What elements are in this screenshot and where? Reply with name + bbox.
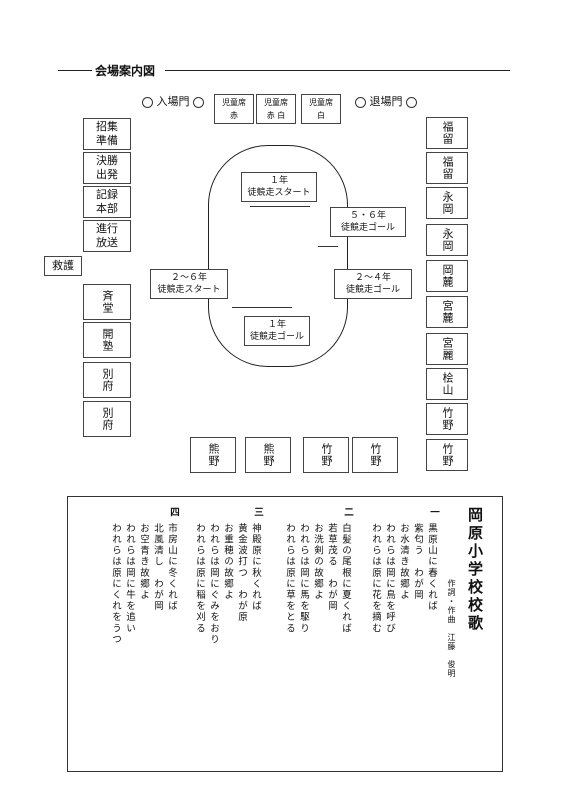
child-seat-red-white: 児童席赤 白 xyxy=(256,94,296,124)
label-start-grade26: ２〜６年徒競走スタート xyxy=(150,269,228,299)
verse-line: われらは原に花を摘む xyxy=(370,523,381,634)
verse-line: われらは原に草をとる xyxy=(284,523,295,634)
first-aid-tent: 救護 xyxy=(44,256,82,276)
verse-line: お洗剣の故郷よ xyxy=(312,523,323,601)
anthem-credit: 作詞・作曲 江藤 俊明 xyxy=(447,579,456,678)
right-seat: 永岡 xyxy=(426,224,468,256)
label-start-grade1: １年徒競走スタート xyxy=(241,172,317,202)
verse-line: 北風清し わが岡 xyxy=(152,523,163,612)
bottom-seat: 熊野 xyxy=(190,437,236,473)
entry-gate-label: 入場門 xyxy=(156,95,190,108)
bottom-seat: 竹野 xyxy=(303,437,349,473)
verse-line: 市房山に冬くれば xyxy=(166,523,177,612)
heading-line-left xyxy=(58,70,92,71)
entry-gate: 入場門 xyxy=(142,93,204,109)
bottom-seat: 熊野 xyxy=(245,437,291,473)
right-seat: 竹野 xyxy=(426,439,468,471)
tent-broadcast: 進行放送 xyxy=(83,220,131,252)
right-seat: 永岡 xyxy=(426,187,468,219)
tent-records: 記録本部 xyxy=(83,186,131,218)
verse-line: われらは岡に馬を駆り xyxy=(298,523,309,634)
gate-post-icon xyxy=(193,96,204,108)
right-seat: 宮麗 xyxy=(426,333,468,365)
right-seat: 竹野 xyxy=(426,403,468,435)
start-line xyxy=(250,206,310,207)
exit-gate-label: 退場門 xyxy=(369,95,403,108)
child-seat-white: 児童席白 xyxy=(301,94,341,124)
tent-final-start: 決勝出発 xyxy=(83,152,131,184)
right-seat: 福留 xyxy=(426,117,468,149)
right-seat: 桧山 xyxy=(426,368,468,400)
verse-line: われらは原に稲を刈る xyxy=(194,523,205,634)
bottom-seat: 竹野 xyxy=(352,437,398,473)
verse-line: 神殿原に秋くれば xyxy=(250,523,261,612)
verse-line: 白髪の尾根に夏くれば xyxy=(340,523,351,634)
gate-post-icon xyxy=(142,96,153,108)
anthem-title: 岡原小学校校歌 xyxy=(466,507,484,633)
exit-gate: 退場門 xyxy=(355,93,417,109)
verse-line: お重穂の故郷よ xyxy=(222,523,233,601)
right-seat: 宮麓 xyxy=(426,296,468,328)
tent-call-prep: 招集準備 xyxy=(83,118,131,150)
verse-number: 三 xyxy=(252,507,263,519)
school-anthem-box: 岡原小学校校歌 作詞・作曲 江藤 俊明 一黒原山に春くれば紫匂う わが岡お水清き… xyxy=(67,496,503,772)
start-line xyxy=(232,307,292,308)
label-goal-grade56: ５・６年徒競走ゴール xyxy=(330,207,406,237)
verse-line: 黄金波打つ わが原 xyxy=(236,523,247,623)
heading-line-right xyxy=(165,70,510,71)
verse-line: お水清き故郷よ xyxy=(398,523,409,601)
verse-line: 若草茂る わが岡 xyxy=(326,523,337,612)
verse-number: 四 xyxy=(168,507,179,519)
label-goal-grade24: ２〜４年徒競走ゴール xyxy=(334,269,412,299)
left-seat: 斉堂 xyxy=(83,284,131,320)
left-seat: 別府 xyxy=(83,362,131,398)
left-seat: 開塾 xyxy=(83,322,131,358)
right-seat: 岡麓 xyxy=(426,260,468,292)
verse-number: 一 xyxy=(428,507,439,519)
label-goal-grade1: １年徒競走ゴール xyxy=(244,316,310,346)
verse-line: 紫匂う わが岡 xyxy=(412,523,423,601)
verse-line: お空青き故郷よ xyxy=(138,523,149,601)
goal-line xyxy=(318,246,338,247)
verse-line: われらは原にくれをうつ xyxy=(110,523,121,646)
verse-number: 二 xyxy=(342,507,353,519)
running-track xyxy=(208,145,348,367)
verse-line: われらは岡にぐみをおり xyxy=(208,523,219,646)
verse-line: われらは岡に牛を追い xyxy=(124,523,135,634)
verse-line: われらは岡に鳥を呼び xyxy=(384,523,395,634)
page-heading: 会場案内図 xyxy=(95,64,156,78)
left-seat: 別府 xyxy=(83,401,131,437)
gate-post-icon xyxy=(355,96,366,108)
verse-line: 黒原山に春くれば xyxy=(426,523,437,612)
gate-post-icon xyxy=(406,96,417,108)
child-seat-red: 児童席赤 xyxy=(214,94,254,124)
right-seat: 福留 xyxy=(426,152,468,184)
